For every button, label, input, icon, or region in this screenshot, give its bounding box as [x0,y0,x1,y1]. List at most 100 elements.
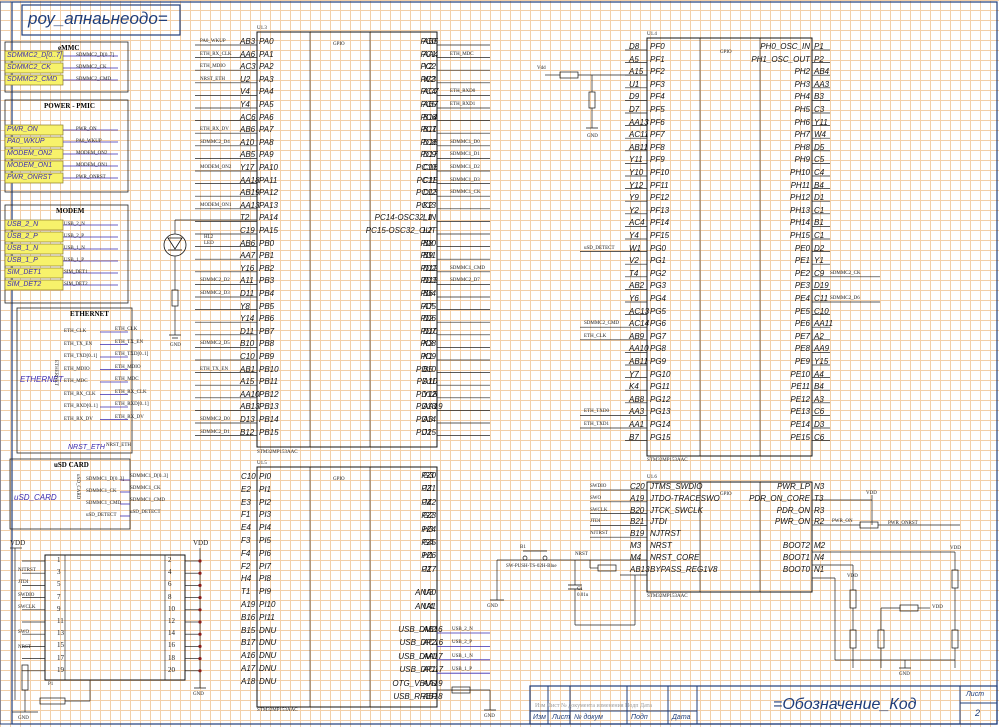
gnd-top-mid: GND [587,134,598,139]
u14-pin-left: PG8 [650,344,667,354]
u14-ball-left: T4 [629,268,639,278]
u16-net-left: NJTRST [590,531,608,537]
conn-pin-right: 4 [168,568,172,577]
u13-ball-left: V4 [240,87,250,97]
u14-ball-right: C6 [814,407,825,417]
u15-ball-right: J4 [423,497,432,507]
u15-ball-right: H1 [423,551,434,561]
u14-part: STM32MP153AAC [647,458,688,463]
u14-ball-left: AA10 [629,344,649,354]
u15-pin-left: DNU [259,664,277,673]
port-flag: SDMMC2_CK [7,64,51,71]
u13-pin-right: PD1 [420,251,436,261]
u16-net-left: SWCLK [590,507,608,513]
u13-net-right: SDMMC2_D7 [450,278,480,284]
u16-pin-right: PWR_LP [777,482,810,491]
cap-value: 0.01u [577,593,589,598]
conn-signal: SWDIO [18,593,35,598]
u13-pin-right: PD13 [415,402,436,412]
u13-ref: U1.3 [257,26,267,31]
u15-pin-left: PI10 [259,600,276,609]
u13-pin-right: PD15 [415,427,436,437]
u13-pin-left: PA15 [259,226,278,235]
u14-net-right: SDMMC2_D6 [830,296,860,301]
u13-ball-right: D10 [423,326,438,336]
conn-pin-right: 18 [168,653,175,662]
u13-ball-left: B10 [240,339,255,349]
u15-pin-right: PZ5 [421,538,436,547]
conn-gnd-right: GND [193,692,204,697]
u13-ball-left: D13 [240,415,255,424]
u16-ball-left: C20 [630,482,645,491]
conn-vdd-left: VDD [10,539,26,547]
u14-ball-left: AA3 [629,407,645,417]
u14-ball-right: C1 [814,205,825,215]
usd-outer-label: uSD_DETECT [130,510,161,515]
net-label: SIM_DET1 [64,270,88,275]
u13-pin-right: PD4 [420,289,436,298]
u14-pin-left: PF9 [650,155,665,165]
vdd-right-a: VDD [950,546,961,551]
eth-inner-label: ETH_CLK [64,329,87,334]
u15-ball-left: H4 [241,574,252,584]
u14-pin-left: PF11 [650,180,669,190]
u13-pin-left: PB4 [259,289,275,298]
u13-pin-right: PC6 [420,112,436,122]
u15-pin-right: ANA1 [415,601,436,611]
u13-pin-left: PB0 [259,238,275,248]
u13-pin-left: PB9 [259,352,275,361]
u14-ball-left: AC4 [629,218,645,228]
modem-title: MODEM [56,207,85,215]
u15-pin-right: PZ1 [421,484,436,494]
u16-ref: U1.6 [647,475,657,480]
u13-ball-left: AA7 [240,251,256,261]
u13-net-left: SDMMC2_D4 [200,139,230,145]
u14-ball-left: AB8 [629,394,645,404]
u13-pin-right: PD8 [420,339,436,349]
u13-ball-left: Y16 [240,263,255,273]
u16-ball-left: B20 [630,505,645,515]
u13-pin-right: PC12 [415,188,436,198]
u14-net-left: ETH_TXD1 [584,422,609,427]
u13-ball-right: B5 [423,364,433,374]
u13-pin-left: PA3 [259,74,274,84]
u15-ball-left: T1 [241,587,251,597]
u16-pin-left: NRST_CORE [650,552,700,562]
u14-pin-left: PG4 [650,294,667,303]
port-flag: USB_1_N [7,245,39,252]
u13-ball-left: A10 [240,137,255,147]
u15-ball-left: F2 [241,561,251,571]
u16-ball-left: B19 [630,529,645,539]
u13-pin-right: PD11 [416,377,436,387]
conn-pin-right: 14 [168,629,175,638]
u13-ball-left: Y4 [240,100,250,109]
u13-pin-right: PC10 [415,163,436,172]
u15-pin-right: USB_RREF [393,692,436,701]
gnd-u16: GND [899,672,910,677]
u13-ball-right: J2 [423,427,432,437]
u13-net-left: PA0_WKUP [200,39,226,44]
u13-pin-left: PA0 [259,37,274,46]
u14-ball-right: B3 [814,92,824,102]
u14-pin-right: PE2 [794,268,810,278]
u16-ball-left: B21 [630,517,645,527]
u13-pin-right: PC0 [420,37,436,46]
u13-ball-right: A3 [423,415,433,424]
u13-net-left: SDMMC2_D0 [200,417,230,422]
conn-signal: NRST [18,645,31,650]
u14-ball-right: A2 [814,331,824,341]
u14-ball-right: P1 [814,42,824,51]
u13-pin-right: PD14 [415,415,436,424]
u14-pin-right: PH12 [789,193,810,203]
u13-pin-left: PA5 [259,100,274,109]
u13-ball-left: AB1 [240,364,256,374]
u15-pin-left: DNU [259,651,277,661]
u13-ball-right: L2 [423,226,432,235]
ethernet-port: ETHERNET [20,375,64,384]
net-label: MODEM_ON2 [76,151,108,156]
u14-pin-left: PG7 [650,331,667,341]
u14-pin-right: PH6 [794,117,810,127]
title-block-col: Подп [631,714,648,721]
u15-ball-left: A18 [241,676,256,686]
